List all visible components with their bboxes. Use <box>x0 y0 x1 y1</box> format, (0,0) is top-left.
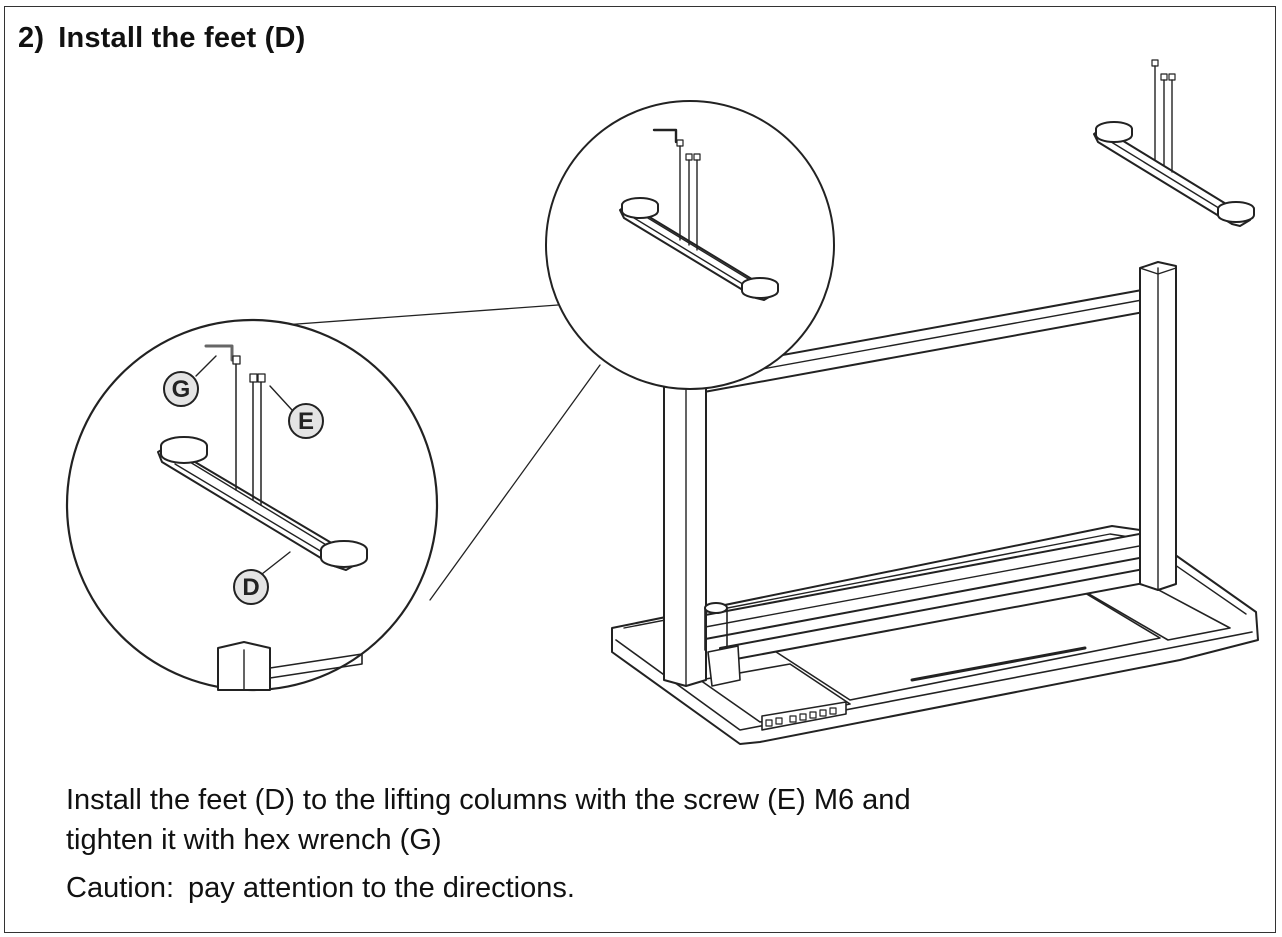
callout-g-label: G <box>172 376 191 403</box>
callout-e-label: E <box>298 408 314 435</box>
instruction-text: Install the feet (D) to the lifting colu… <box>66 780 911 860</box>
step-title: Install the feet (D) <box>58 22 306 54</box>
assembly-illustration: G E D <box>65 59 1259 745</box>
desk-frame <box>611 261 1259 745</box>
caution-text: pay attention to the directions. <box>188 872 575 904</box>
zoom-connector-top <box>269 304 559 327</box>
zoom-connector-bottom <box>429 364 601 601</box>
callout-bubble-g <box>163 371 199 407</box>
callout-bubble-e <box>288 403 324 439</box>
step-number: 2) <box>18 22 45 54</box>
instruction-line-1: Install the feet (D) to the lifting colu… <box>66 784 911 816</box>
zoom-circle-small <box>545 100 835 390</box>
callout-d-label: D <box>242 574 259 601</box>
instruction-line-2: tighten it with hex wrench (G) <box>66 824 442 856</box>
callout-bubble-d <box>233 569 269 605</box>
foot-detail-top-right <box>1093 59 1255 227</box>
page-border <box>4 6 1276 933</box>
caution-label: Caution: <box>66 872 175 904</box>
step-heading: 2) Install the feet (D) <box>18 22 306 55</box>
zoom-circle-large <box>65 318 439 692</box>
caution-note: Caution: pay attention to the directions. <box>66 872 575 905</box>
